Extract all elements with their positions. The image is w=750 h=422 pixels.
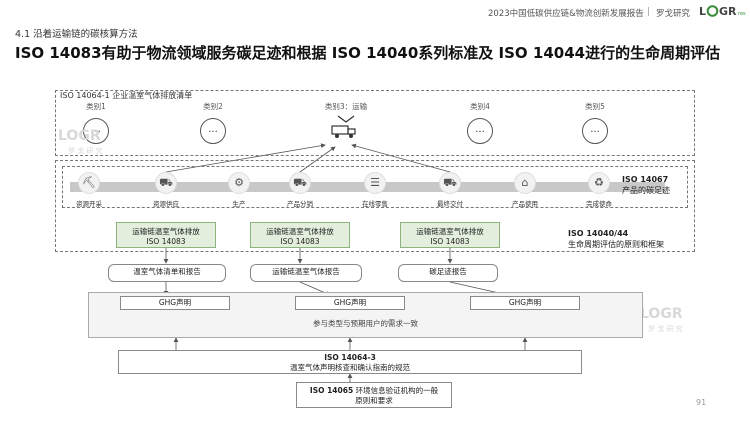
chain-box-line1: 运输链温室气体排放 <box>132 227 200 236</box>
final-delivery-icon: ⛟ <box>439 172 461 194</box>
chain-box-line2: ISO 14083 <box>280 237 320 246</box>
iso14065-line1: ISO 14065 环境信息验证机构的一般 <box>309 386 439 395</box>
page-title: ISO 14083有助于物流领域服务碳足迹和根据 ISO 14040系列标准及 … <box>15 44 721 62</box>
category-5-circle: ... <box>582 118 608 144</box>
watermark-logo-left: LOGR <box>58 128 101 144</box>
inventory-box <box>55 90 695 156</box>
iso14040-desc: 生命周期评估的原则和框架 <box>568 240 664 249</box>
stage-label: 产品使用 <box>512 200 538 208</box>
transport-chain-box-2: 运输链温室气体排放 ISO 14083 <box>250 222 350 248</box>
lca-box <box>55 160 695 252</box>
category-5-label: 类别5 <box>585 102 605 111</box>
ghg-inventory-report: 温室气体清单和报告 <box>108 264 226 282</box>
iso14040-code: ISO 14040/44 <box>568 229 629 238</box>
consistency-note: 参与类型与预期用户的需求一致 <box>313 319 418 328</box>
chain-box-line2: ISO 14083 <box>146 237 186 246</box>
svg-text:GR: GR <box>719 5 737 18</box>
resource-extraction-icon: ⛏ <box>78 172 100 194</box>
iso14067-code: ISO 14067 <box>622 175 669 184</box>
iso14040-label: ISO 14040/44 生命周期评估的原则和框架 <box>568 228 664 250</box>
stage-label: 产品分销 <box>287 200 313 208</box>
transport-chain-report: 运输链温室气体报告 <box>250 264 362 282</box>
stage-label: 完成使命 <box>586 200 612 208</box>
ghg-statement-2: GHG声明 <box>295 296 405 310</box>
chain-box-line1: 运输链温室气体排放 <box>416 227 484 236</box>
chain-box-line2: ISO 14083 <box>430 237 470 246</box>
online-retail-icon: ☰ <box>364 172 386 194</box>
inventory-label: ISO 14064-1 企业温室气体排放清单 <box>60 91 193 100</box>
stage-label: 资源开采 <box>76 200 102 208</box>
iso14064-3-code: ISO 14064-3 <box>324 353 376 362</box>
resource-supply-icon: ⛟ <box>155 172 177 194</box>
carbon-footprint-report: 碳足迹报告 <box>398 264 498 282</box>
category-2-label: 类别2 <box>203 102 223 111</box>
header-separator: | <box>647 7 650 17</box>
svg-text:L: L <box>699 5 706 18</box>
production-icon: ⚙ <box>228 172 250 194</box>
iso14064-3-box: ISO 14064-3 温室气体声明核查和确认指南的规范 <box>118 350 582 374</box>
logr-logo: L GR res <box>677 2 749 22</box>
category-4-label: 类别4 <box>470 102 490 111</box>
svg-text:res: res <box>738 11 746 17</box>
product-use-icon: ⌂ <box>514 172 536 194</box>
transport-icon <box>330 112 362 142</box>
distribution-icon: ⛟ <box>289 172 311 194</box>
watermark-text-left: 罗 戈 研 究 <box>68 147 103 155</box>
iso14067-label: ISO 14067 产品的碳足迹 <box>622 174 670 196</box>
iso14067-desc: 产品的碳足迹 <box>622 186 670 195</box>
stage-label: 最终交付 <box>437 200 463 208</box>
watermark-logo-right: LOGR <box>640 306 683 322</box>
report-title: 2023中国低碳供应链&物流创新发展报告 <box>488 9 644 19</box>
stage-label: 资源供应 <box>153 200 179 208</box>
transport-chain-box-3: 运输链温室气体排放 ISO 14083 <box>400 222 500 248</box>
brand-name: 罗戈研究 <box>656 9 691 19</box>
iso14064-3-desc: 温室气体声明核查和确认指南的规范 <box>290 363 410 372</box>
category-4-circle: ... <box>467 118 493 144</box>
chain-box-line1: 运输链温室气体排放 <box>266 227 334 236</box>
category-2-circle: ... <box>200 118 226 144</box>
page-number: 91 <box>696 398 707 407</box>
stage-label: 生产 <box>232 200 246 208</box>
stage-label: 在线零售 <box>362 200 388 208</box>
watermark-text-right: 罗 戈 研 究 <box>648 325 683 333</box>
recycle-icon: ♻ <box>588 172 610 194</box>
transport-chain-box-1: 运输链温室气体排放 ISO 14083 <box>116 222 216 248</box>
category-1-label: 类别1 <box>86 102 106 111</box>
iso14065-line2: 原则和要求 <box>355 396 393 405</box>
iso14065-box: ISO 14065 环境信息验证机构的一般 原则和要求 <box>296 382 452 408</box>
category-3-label: 类别3：运输 <box>324 102 368 111</box>
ghg-statement-1: GHG声明 <box>120 296 230 310</box>
section-label: 4.1 沿着运输链的碳核算方法 <box>15 29 138 40</box>
product-footprint-box <box>62 166 688 208</box>
ghg-statement-3: GHG声明 <box>470 296 580 310</box>
category-1-circle: ... <box>83 118 109 144</box>
